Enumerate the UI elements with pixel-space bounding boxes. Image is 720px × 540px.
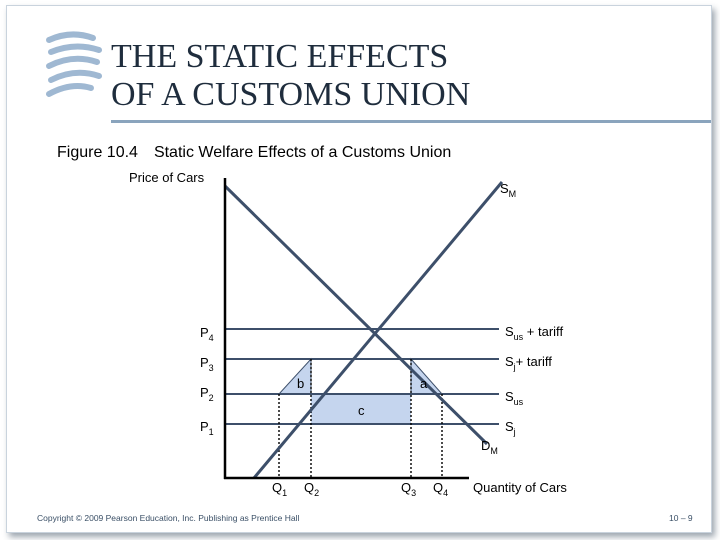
quantity-label-q3: Q3 <box>401 480 416 498</box>
slide: THE STATIC EFFECTS OF A CUSTOMS UNION Fi… <box>6 5 712 533</box>
price-label-p1: P1 <box>200 419 214 437</box>
demand-curve-label: DM <box>481 438 498 456</box>
area-b-triangle <box>277 357 312 395</box>
footer-copyright: Copyright © 2009 Pearson Education, Inc.… <box>37 513 300 523</box>
slide-title: THE STATIC EFFECTS OF A CUSTOMS UNION <box>111 38 470 114</box>
supply-j-label: Sj <box>505 419 516 437</box>
area-b-label: b <box>297 376 304 391</box>
quantity-label-q2: Q2 <box>304 480 319 498</box>
slide-title-line1: THE STATIC EFFECTS <box>111 38 449 75</box>
footer-page-number: 10 – 9 <box>669 513 693 523</box>
figure-number: Figure 10.4 <box>57 144 138 161</box>
supply-us-tariff-label: Sus + tariff <box>505 324 563 342</box>
customs-union-diagram: Price of Cars Quantity of Cars SM DM P4 … <box>129 170 567 498</box>
area-c-label: c <box>358 403 365 418</box>
demand-curve <box>223 184 489 446</box>
title-divider <box>111 120 711 123</box>
x-axis-label: Quantity of Cars <box>473 480 567 495</box>
y-axis-label: Price of Cars <box>129 170 205 185</box>
quantity-label-q4: Q4 <box>433 480 448 498</box>
supply-curve <box>252 181 504 479</box>
slide-title-line2: OF A CUSTOMS UNION <box>111 76 471 113</box>
figure-title: Static Welfare Effects of a Customs Unio… <box>153 144 452 161</box>
supply-us-label: Sus <box>505 389 524 407</box>
price-label-p4: P4 <box>200 325 214 343</box>
price-label-p2: P2 <box>200 385 214 403</box>
figure-caption: Figure 10.4 Static Welfare Effects of a C… <box>57 144 451 162</box>
area-a-label: a <box>420 376 428 391</box>
supply-curve-label: SM <box>500 181 516 199</box>
quantity-label-q1: Q1 <box>272 480 287 498</box>
area-c-rectangle <box>311 394 411 424</box>
supply-j-tariff-label: Sj+ tariff <box>505 354 552 372</box>
price-label-p3: P3 <box>200 355 214 373</box>
logo-icon <box>46 31 102 97</box>
